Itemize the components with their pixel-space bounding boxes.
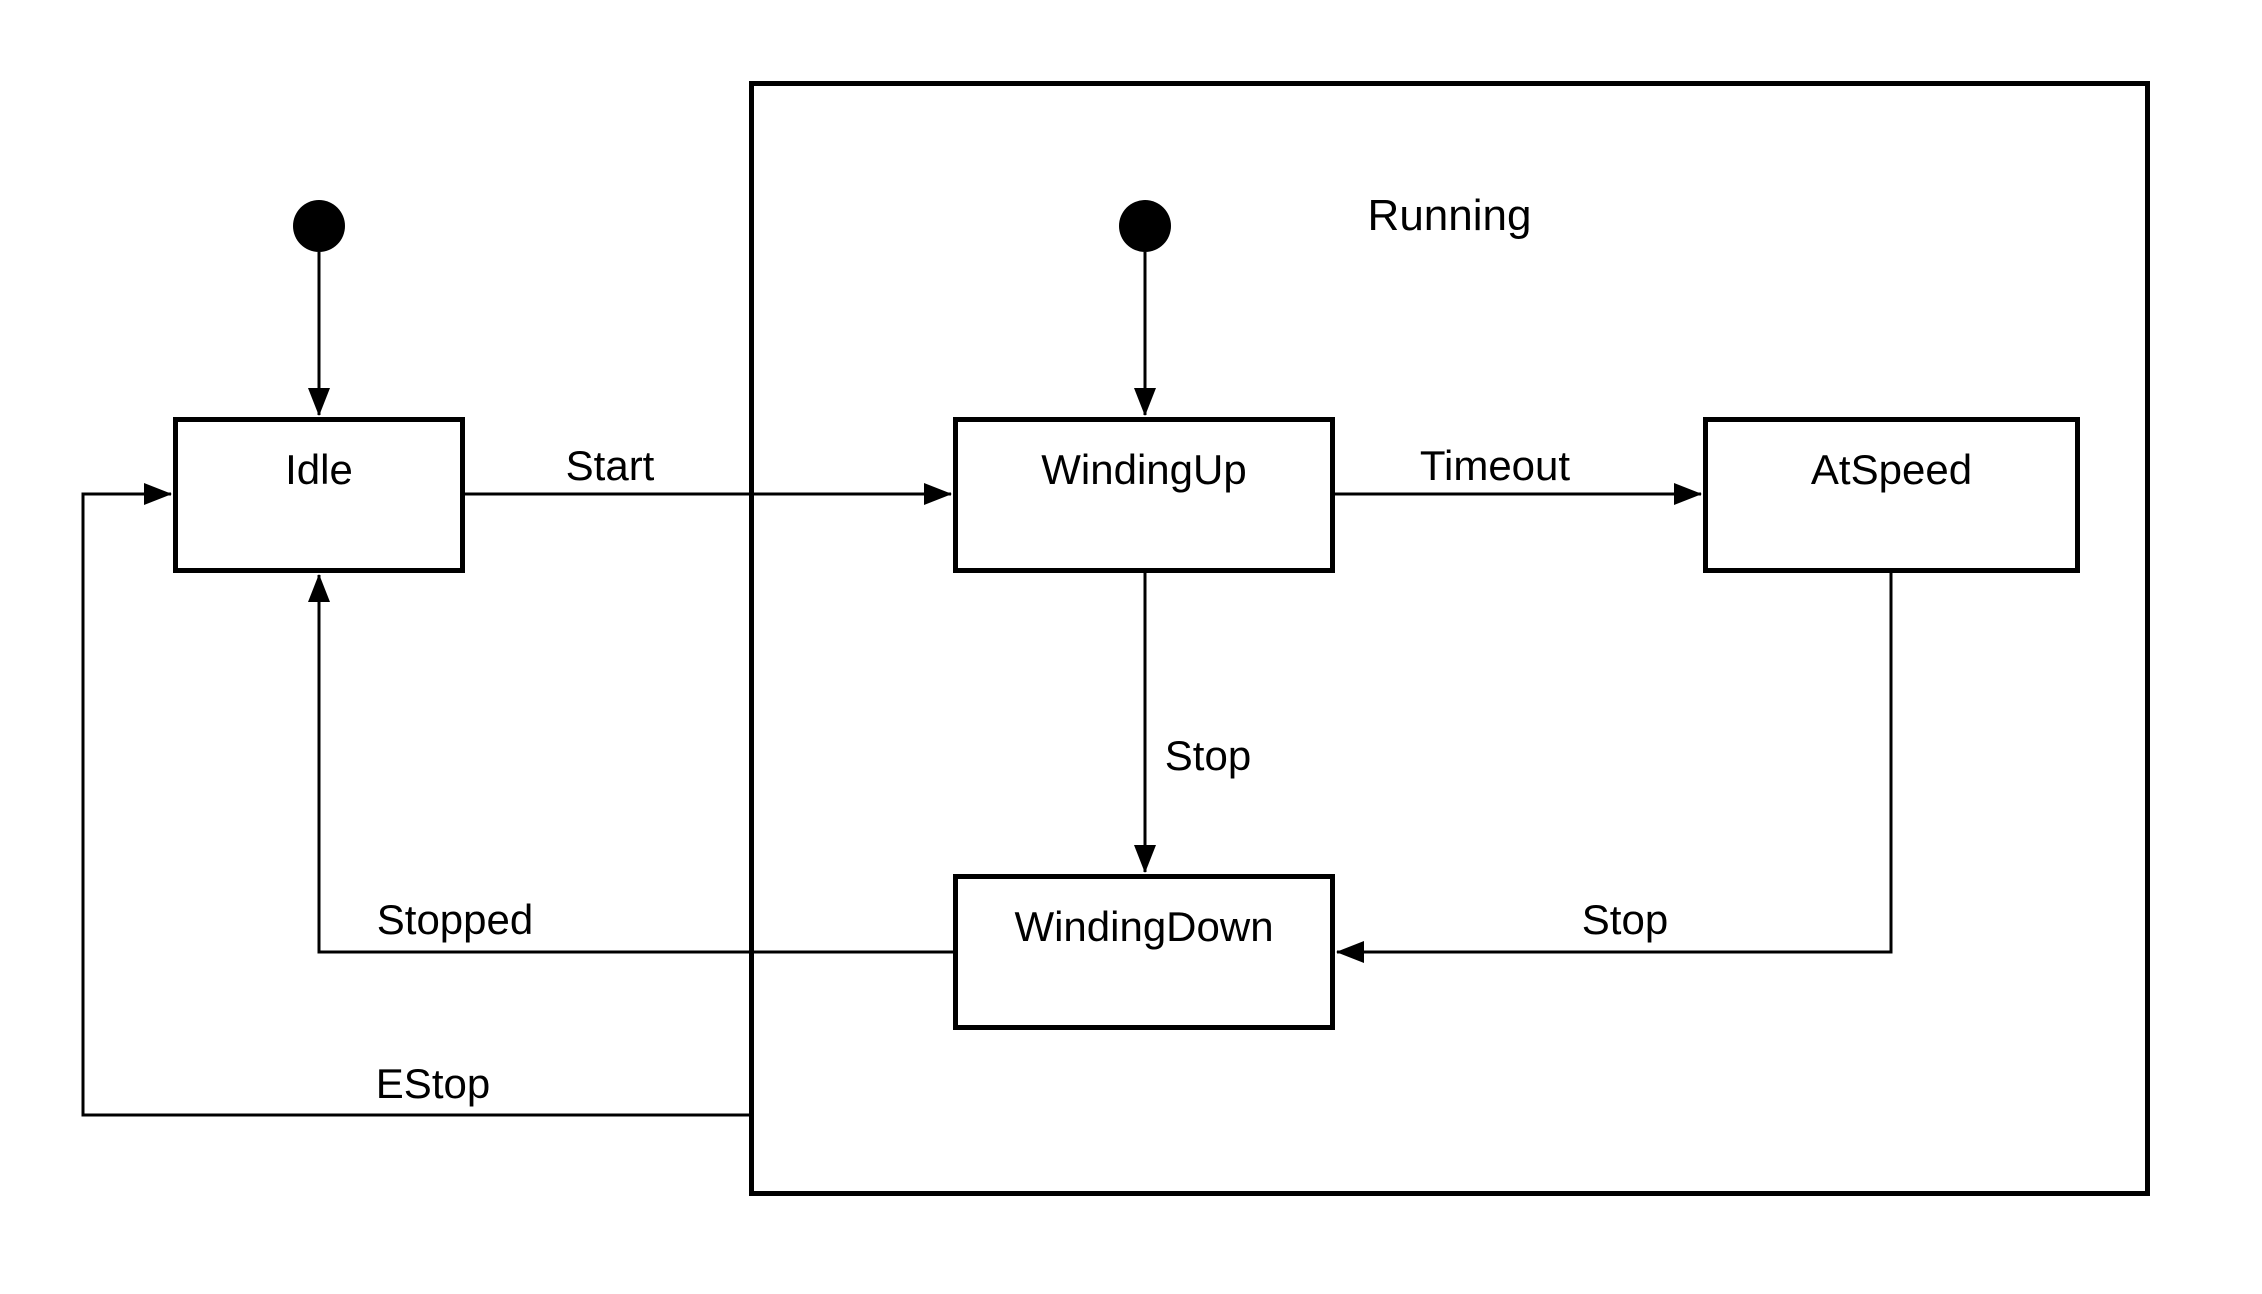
initial-state-dot bbox=[293, 200, 345, 252]
transition-label-timeout: Timeout bbox=[1419, 442, 1571, 489]
initial-state-dot-running bbox=[1119, 200, 1171, 252]
state-label-windingdown: WindingDown bbox=[1014, 903, 1274, 950]
transition-label-stopped: Stopped bbox=[376, 896, 534, 943]
transition-label-start: Start bbox=[565, 442, 655, 489]
state-box-idle: Idle bbox=[173, 417, 465, 573]
transition-label-stop-windingup-windingdown: Stop bbox=[1164, 732, 1252, 779]
state-box-atspeed: AtSpeed bbox=[1703, 417, 2080, 573]
state-box-running: Running bbox=[749, 81, 2150, 1196]
transition-line-estop bbox=[81, 483, 749, 1117]
state-label-idle: Idle bbox=[285, 446, 353, 493]
transition-label-estop: EStop bbox=[375, 1060, 491, 1107]
transition-line-stopped bbox=[308, 574, 953, 954]
transition-line-stop-from-atspeed bbox=[1336, 573, 1893, 963]
transition-label-stop-atspeed-windingdown: Stop bbox=[1581, 896, 1669, 943]
state-box-windingdown: WindingDown bbox=[953, 874, 1335, 1030]
state-label-atspeed: AtSpeed bbox=[1810, 446, 1973, 493]
state-box-windingup: WindingUp bbox=[953, 417, 1335, 573]
state-label-running: Running bbox=[1367, 191, 1532, 240]
state-label-windingup: WindingUp bbox=[1041, 446, 1247, 493]
